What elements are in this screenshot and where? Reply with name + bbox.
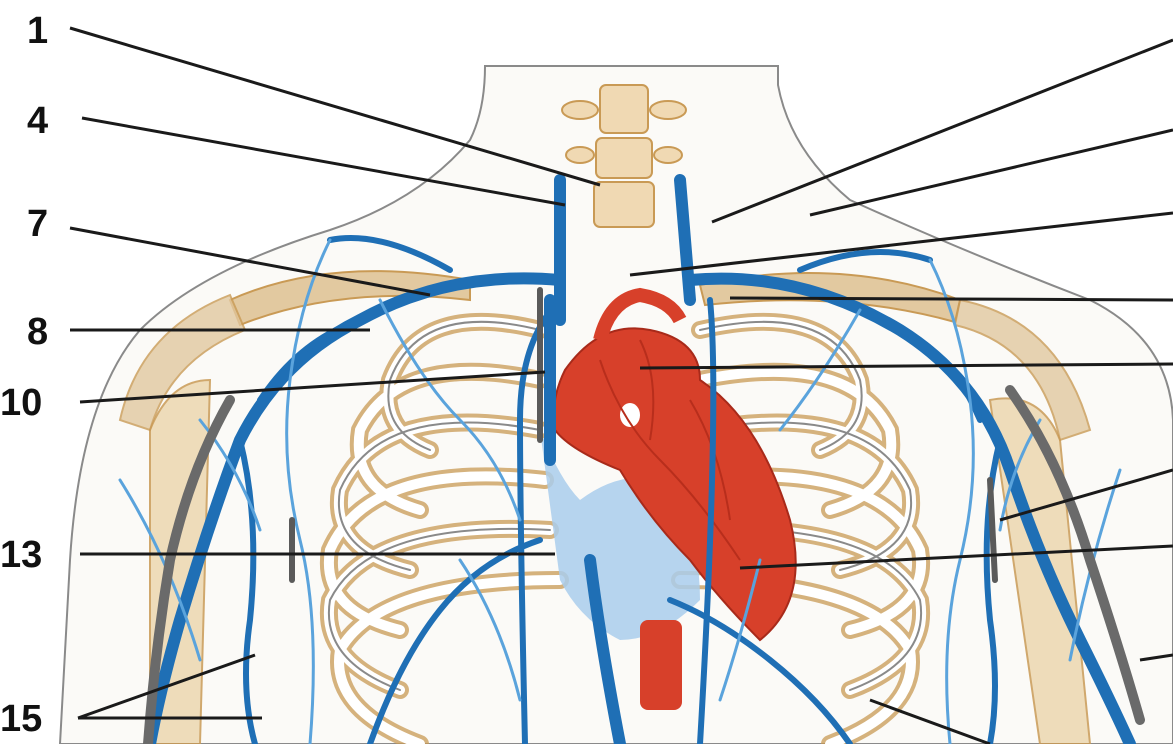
label-1: 1 <box>27 12 48 50</box>
label-15: 15 <box>0 700 42 738</box>
label-10: 10 <box>0 384 42 422</box>
label-8: 8 <box>27 313 48 351</box>
label-7: 7 <box>27 205 48 243</box>
leader-line-r2 <box>810 130 1173 215</box>
leader-line-r4 <box>730 298 1173 300</box>
label-13: 13 <box>0 536 42 574</box>
label-4: 4 <box>27 102 48 140</box>
descending-aorta <box>640 620 682 710</box>
